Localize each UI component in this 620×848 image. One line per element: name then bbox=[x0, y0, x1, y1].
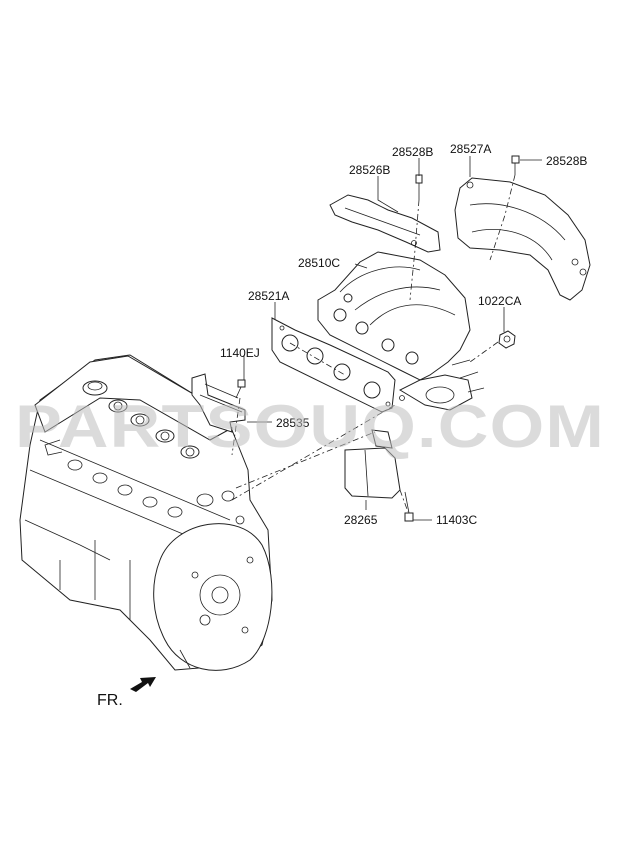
label-28527A: 28527A bbox=[450, 142, 491, 156]
heat-shield-28526B bbox=[329, 194, 441, 253]
label-28528B-top: 28528B bbox=[392, 145, 433, 159]
label-28265: 28265 bbox=[344, 513, 378, 527]
exhaust-manifold-28510C bbox=[317, 251, 485, 411]
bolt-11403C bbox=[404, 491, 414, 522]
bolt-1140EJ bbox=[235, 379, 246, 399]
nut-1022CA bbox=[498, 330, 516, 349]
label-1140EJ: 1140EJ bbox=[220, 346, 260, 360]
leader-lines bbox=[243, 156, 542, 521]
bolt-28528B-right bbox=[511, 155, 520, 175]
label-28526B: 28526B bbox=[349, 163, 390, 177]
heat-shield-28527A bbox=[454, 177, 591, 301]
gasket-28521A bbox=[271, 317, 396, 413]
bolt-28528B-top bbox=[415, 174, 423, 200]
label-1022CA: 1022CA bbox=[478, 294, 521, 308]
direction-label: FR. bbox=[97, 692, 123, 709]
label-28521A: 28521A bbox=[248, 289, 289, 303]
bracket-28265 bbox=[344, 429, 401, 499]
arrow-icon bbox=[130, 677, 156, 692]
watermark: PARTSOUQ.COM bbox=[15, 393, 605, 460]
label-28510C: 28510C bbox=[298, 256, 340, 270]
front-direction-indicator: FR. bbox=[97, 677, 156, 709]
assembly-dash-lines bbox=[231, 174, 516, 513]
label-11403C: 11403C bbox=[436, 513, 477, 527]
heat-shield-28535 bbox=[191, 373, 246, 433]
engine-block bbox=[19, 354, 273, 671]
label-28528B-right: 28528B bbox=[546, 154, 587, 168]
part-number-labels: 28528B 28527A 28528B 28526B 28510C 28521… bbox=[220, 142, 587, 527]
label-28535: 28535 bbox=[276, 416, 310, 430]
